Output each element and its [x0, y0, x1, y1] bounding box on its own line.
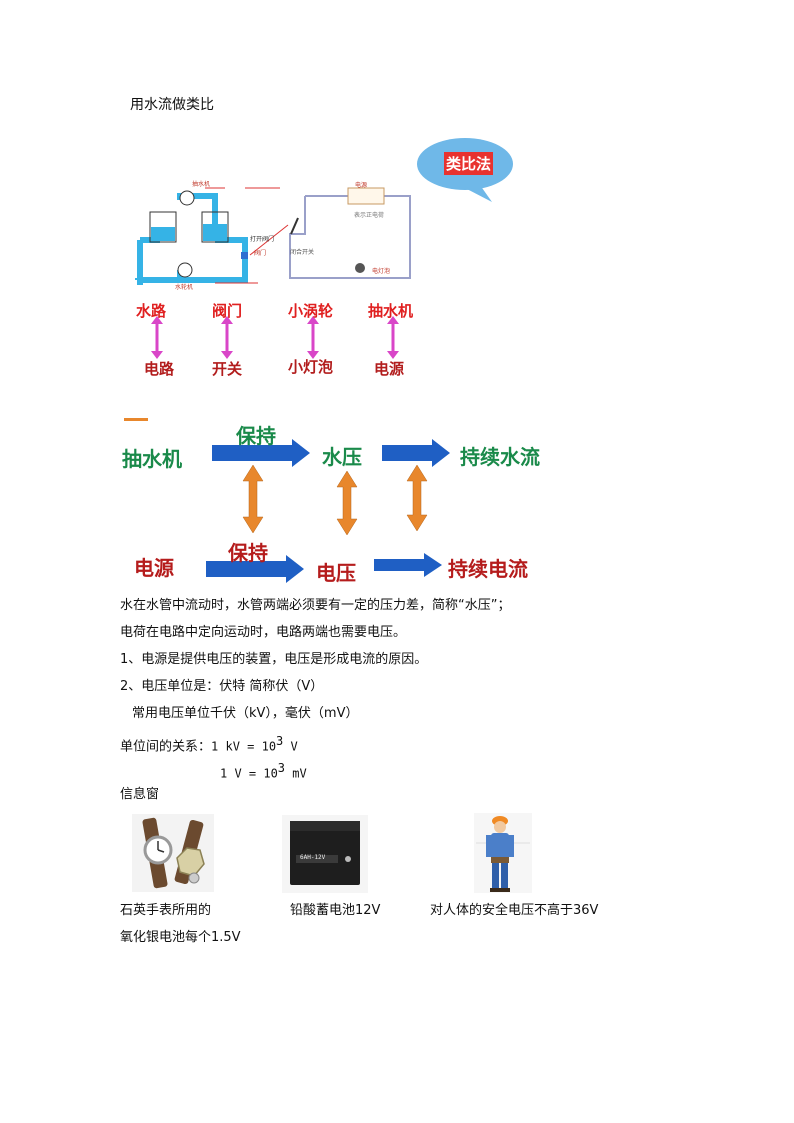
power-label: 电源 — [355, 182, 368, 189]
row2-middle: 电压 — [316, 561, 356, 585]
pump-icon — [179, 190, 195, 206]
row2-result: 持续电流 — [448, 557, 528, 581]
battery-icon — [347, 187, 385, 205]
pair-bottom-0: 电路 — [144, 360, 175, 378]
pair-bottom-2: 小灯泡 — [288, 358, 334, 376]
row1-arrow-1 — [212, 439, 310, 467]
row2-arrow-1 — [206, 555, 304, 583]
row2-source: 电源 — [134, 556, 174, 580]
info-window-title: 信息窗 — [120, 787, 160, 802]
relation-2-lhs: 1 V = 10 — [220, 766, 278, 781]
watch-image — [132, 814, 214, 892]
relation-1-lhs: 1 kV = 10 — [211, 739, 277, 754]
vertical-arrow-2 — [336, 470, 358, 536]
analogy-method-label: 类比法 — [444, 152, 494, 175]
paragraph-3: 1、电源是提供电压的装置，电压是形成电流的原因。 — [120, 652, 428, 667]
caption-safe-voltage: 对人体的安全电压不高于36V — [430, 903, 599, 918]
valve-icon — [241, 252, 248, 259]
caption-battery: 铅酸蓄电池12V — [290, 903, 381, 918]
valve-label: 打开阀门 — [250, 236, 275, 243]
row2-verb: 保持 — [228, 541, 268, 565]
relation-1-exponent: 3 — [276, 734, 284, 748]
paragraph-5: 常用电压单位千伏（kV），毫伏（mV） — [132, 706, 359, 721]
paragraph-1: 水在水管中流动时，水管两端必须要有一定的压力差，简称“水压”； — [120, 598, 511, 613]
power-sub-label: 表示正电荷 — [354, 212, 385, 219]
lead-acid-battery-image: 6AH-12V — [282, 815, 368, 893]
row2-arrow-2 — [374, 553, 442, 577]
unit-relation-label: 单位间的关系： — [120, 739, 212, 755]
row1-source: 抽水机 — [122, 447, 182, 471]
relation-1-unit: V — [283, 739, 298, 754]
turbine-icon — [177, 262, 193, 278]
analogy-figure: 类比法 抽水机 水轮机 打开阀门 阀门 电源 表示正电荷 闭合开关 电灯泡 水路… — [120, 130, 532, 382]
bulb-icon — [355, 263, 365, 273]
pair-top-2: 小涡轮 — [288, 302, 334, 320]
unit-relation-row-1: 单位间的关系：1 kV = 103 V — [120, 733, 298, 755]
pair-top-1: 阀门 — [212, 302, 243, 320]
row1-verb: 保持 — [236, 424, 276, 448]
valve-sub-label: 阀门 — [254, 250, 267, 257]
switch-icon — [290, 217, 299, 235]
relation-2-unit: mV — [285, 766, 307, 781]
worker-image — [474, 813, 532, 893]
row1-arrow-2 — [382, 439, 450, 467]
row1-middle: 水压 — [322, 445, 362, 469]
turbine-label: 水轮机 — [175, 284, 194, 291]
flow-figure: 抽水机 保持 水压 持续水流 电源 保持 电压 持续电流 — [120, 415, 560, 585]
pair-top-0: 水路 — [136, 302, 167, 320]
switch-label: 闭合开关 — [290, 249, 315, 256]
caption-watch-2: 氧化银电池每个1.5V — [120, 930, 241, 945]
vertical-arrow-3 — [406, 464, 428, 532]
flow-arrows — [124, 418, 450, 583]
section-heading: 用水流做类比 — [130, 97, 214, 113]
battery-model-label: 6AH-12V — [300, 854, 326, 861]
paragraph-4: 2、电压单位是：伏特 简称伏（V） — [120, 679, 324, 694]
row1-result: 持续水流 — [460, 445, 540, 469]
relation-2-exponent: 3 — [277, 761, 286, 775]
pair-bottom-3: 电源 — [374, 360, 405, 378]
paragraph-2: 电荷在电路中定向运动时，电路两端也需要电压。 — [120, 625, 407, 640]
water-circuit-diagram — [135, 138, 513, 359]
pair-bottom-1: 开关 — [212, 360, 243, 378]
vertical-arrow-1 — [242, 464, 264, 534]
caption-watch: 石英手表所用的 — [120, 903, 212, 918]
bulb-label: 电灯泡 — [372, 268, 391, 275]
unit-relation-row-2: 1 V = 103 mV — [220, 760, 307, 782]
pump-label: 抽水机 — [192, 181, 211, 188]
pair-top-3: 抽水机 — [368, 302, 414, 320]
